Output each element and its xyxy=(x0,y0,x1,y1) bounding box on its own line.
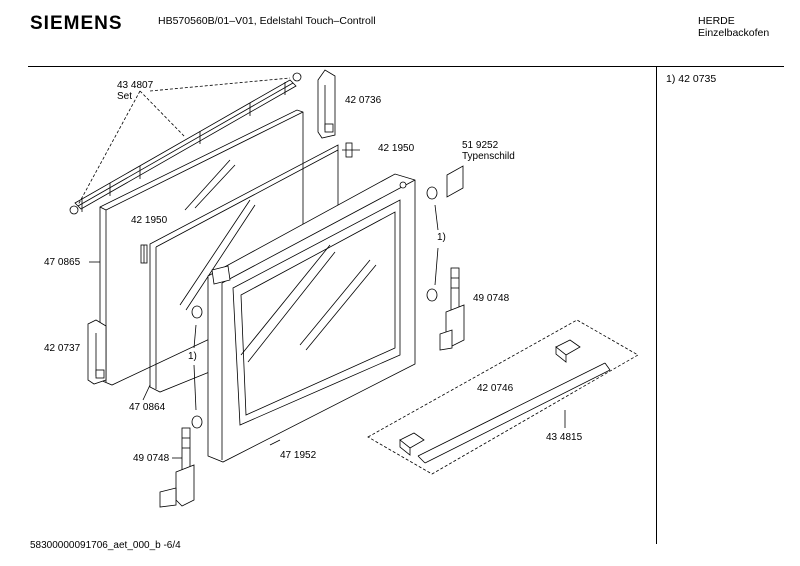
handle-bar xyxy=(399,339,611,464)
hinge-clip-right xyxy=(426,186,439,302)
front-door-47-1952 xyxy=(207,173,416,463)
bracket-42-0737 xyxy=(87,319,107,385)
label-typenschild: Typenschild xyxy=(462,151,515,162)
label-42-0746: 42 0746 xyxy=(477,383,514,394)
hinge-49-0748-left xyxy=(159,427,195,508)
set-callout-lines xyxy=(77,77,291,206)
label-47-0865: 47 0865 xyxy=(44,257,81,268)
label-51-9252: 51 9252 xyxy=(462,140,499,151)
hinge-clip-left xyxy=(191,305,203,429)
label-47-1952: 47 1952 xyxy=(280,450,317,461)
document-id: 58300000091706_aet_000_b -6/4 xyxy=(30,540,181,551)
top-rail xyxy=(69,72,302,215)
hinge-49-0748-right xyxy=(439,267,465,351)
header-divider xyxy=(28,66,784,67)
label-42-0737: 42 0737 xyxy=(44,343,81,354)
handle-set-box xyxy=(367,319,639,475)
label-43-4815: 43 4815 xyxy=(546,432,583,443)
type-plate xyxy=(446,165,464,198)
bracket-42-0736 xyxy=(317,69,336,139)
footnote: 1) 42 0735 xyxy=(666,73,717,85)
model-title: HB570560B/01–V01, Edelstahl Touch–Contro… xyxy=(158,15,376,27)
label-ref1-right: 1) xyxy=(437,232,446,243)
brand-logo: SIEMENS xyxy=(30,13,123,34)
sidebar-divider xyxy=(656,66,657,544)
label-49-0748-right: 49 0748 xyxy=(473,293,510,304)
label-42-1950-left: 42 1950 xyxy=(131,215,168,226)
label-set-number: 43 4807 xyxy=(117,80,154,91)
label-49-0748-left: 49 0748 xyxy=(133,453,170,464)
label-42-0736: 42 0736 xyxy=(345,95,382,106)
category-line-1: HERDE xyxy=(698,15,735,27)
label-ref1-left: 1) xyxy=(188,351,197,362)
category-line-2: Einzelbackofen xyxy=(698,27,770,39)
label-42-1950-top: 42 1950 xyxy=(378,143,415,154)
clip-42-1950-left xyxy=(140,244,148,264)
clip-42-1950-top xyxy=(342,142,360,158)
label-47-0864: 47 0864 xyxy=(129,402,166,413)
label-set: Set xyxy=(117,91,133,102)
